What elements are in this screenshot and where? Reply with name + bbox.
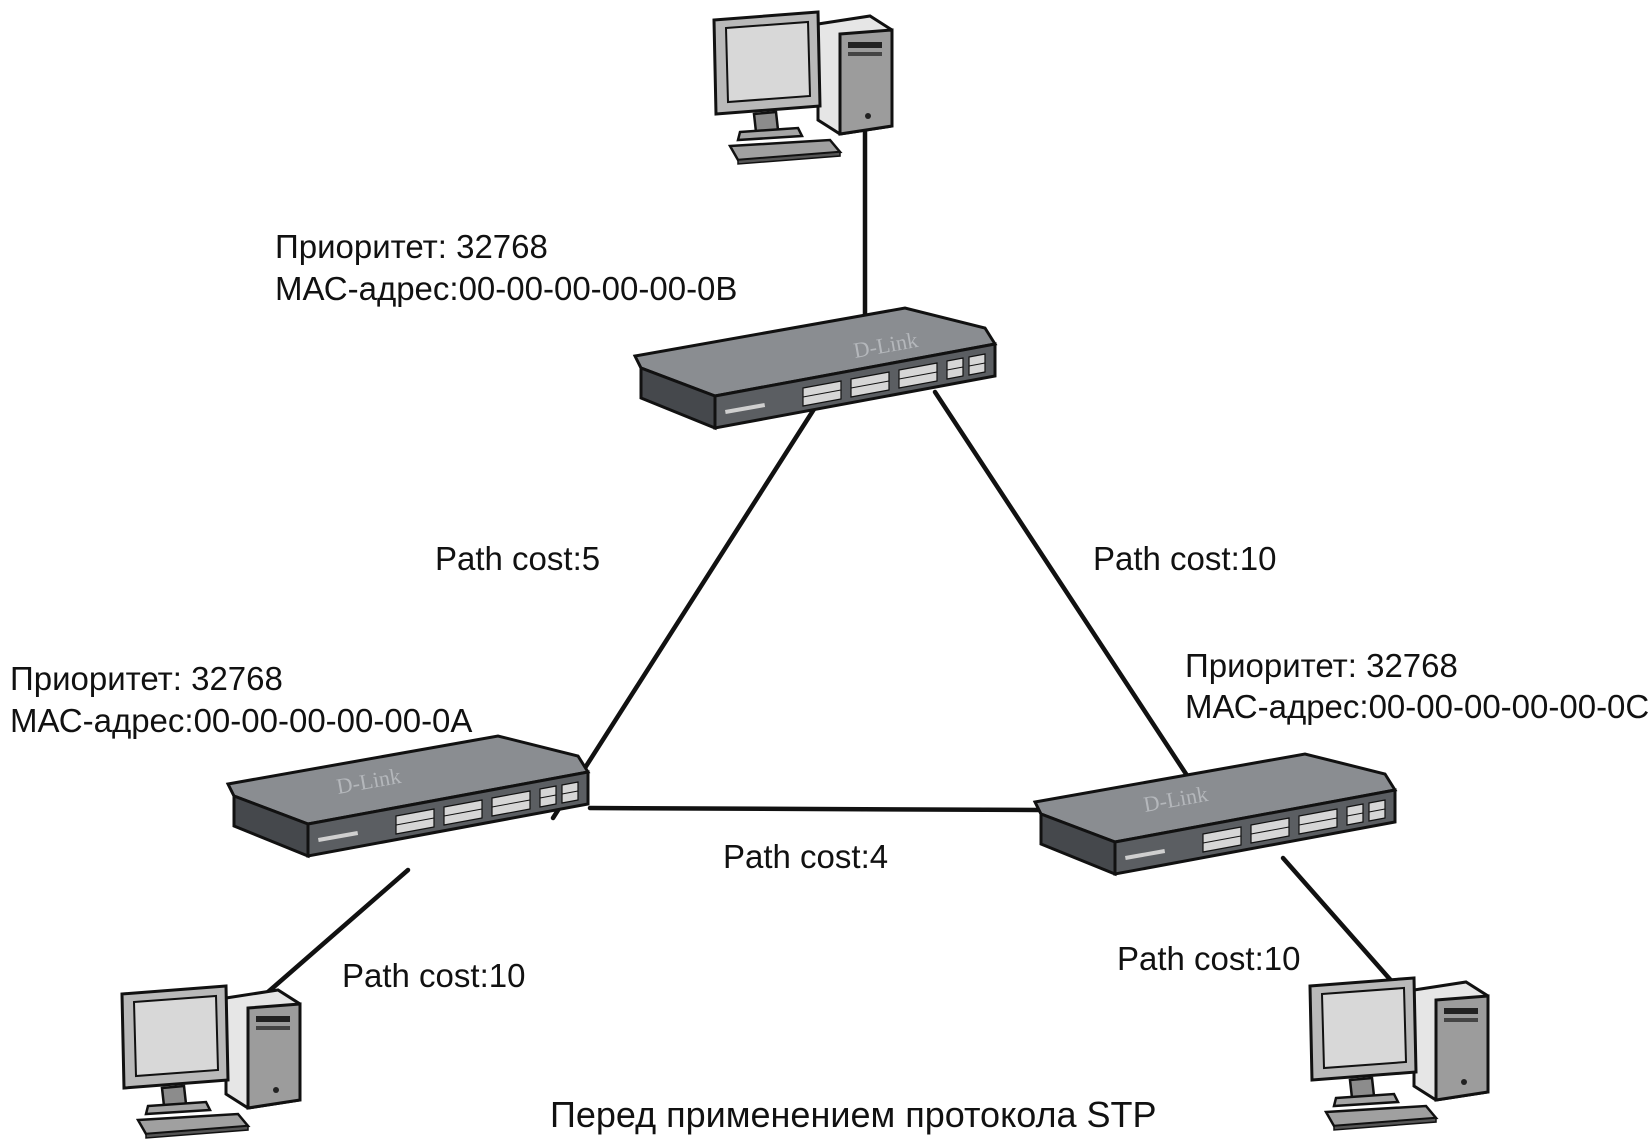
diagram-caption: Перед применением протокола STP xyxy=(550,1094,1157,1135)
network-switch-icon-a: D-Link xyxy=(226,734,590,858)
desktop-computer-icon-right xyxy=(1308,976,1490,1132)
cable-switch-c-to-pc-right xyxy=(1280,855,1398,988)
switch-a-priority-label: Приоритет: 32768 xyxy=(10,660,283,697)
path-cost-a-c-label: Path cost:4 xyxy=(723,838,888,875)
path-cost-c-pc-label: Path cost:10 xyxy=(1117,940,1300,977)
cable-switch-a-to-switch-b xyxy=(550,403,819,821)
switch-a-mac-label: МАС-адрес:00-00-00-00-00-0А xyxy=(10,702,472,739)
cable-switch-a-to-pc-left xyxy=(265,867,411,995)
cable-switch-b-to-switch-c xyxy=(932,389,1193,783)
network-switch-icon-c: D-Link xyxy=(1033,752,1397,876)
desktop-computer-icon-left xyxy=(120,984,302,1140)
switch-c-mac-label: МАС-адрес:00-00-00-00-00-0С xyxy=(1185,688,1649,725)
switch-b-priority-label: Приоритет: 32768 xyxy=(275,228,548,265)
network-switch-icon-b: D-Link xyxy=(633,306,997,430)
cable-switch-a-to-switch-c xyxy=(587,805,1043,813)
path-cost-a-b-label: Path cost:5 xyxy=(435,540,600,577)
switch-b-mac-label: МАС-адрес:00-00-00-00-00-0В xyxy=(275,270,737,307)
switch-c-priority-label: Приоритет: 32768 xyxy=(1185,647,1458,684)
path-cost-a-pc-label: Path cost:10 xyxy=(342,957,525,994)
path-cost-b-c-label: Path cost:10 xyxy=(1093,540,1276,577)
